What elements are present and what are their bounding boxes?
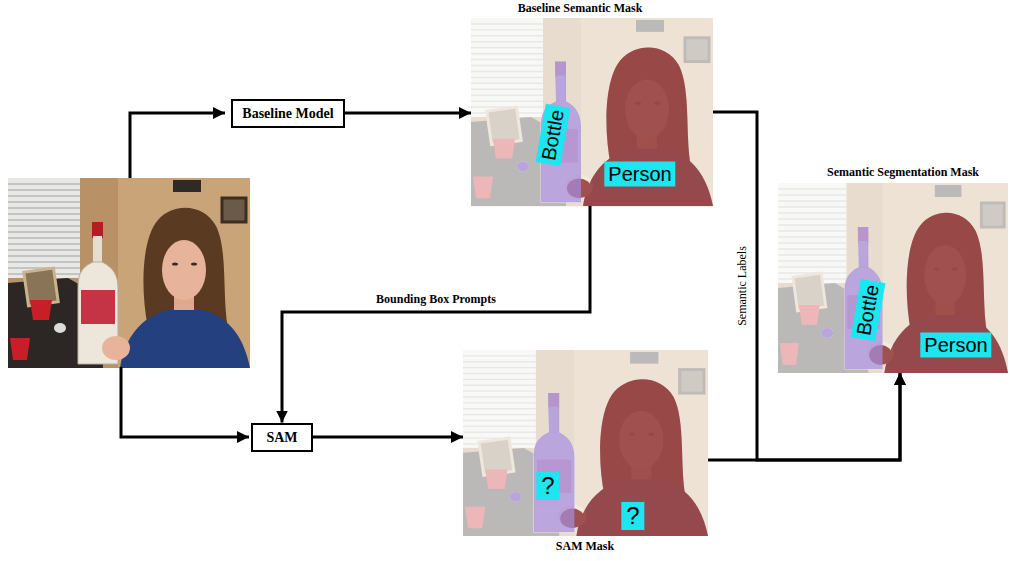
mask-image (517, 62, 581, 203)
panel-heading: SAM Mask (556, 539, 614, 553)
mask-image (510, 393, 575, 532)
mask-image (463, 350, 708, 536)
box-label: Baseline Model (242, 105, 333, 122)
class-label: ? (621, 502, 644, 530)
mask-image (471, 18, 713, 206)
connector (345, 112, 471, 115)
mask-image (567, 48, 713, 207)
connector (713, 112, 900, 460)
mask-image (778, 183, 1008, 373)
class-label: Person (920, 333, 991, 358)
class-label: Bottle (851, 279, 886, 342)
image-panel: Baseline Semantic MaskBottlePerson (471, 18, 713, 206)
connector (282, 206, 590, 423)
panel-heading: Semantic Segmentation Mask (827, 165, 979, 179)
process-box: SAM (251, 423, 312, 452)
connector (708, 373, 900, 460)
edge-label: Semantic Labels (735, 246, 749, 326)
box-label: SAM (266, 429, 297, 446)
mask-image (560, 379, 708, 536)
image-panel: Semantic Segmentation MaskBottlePerson (778, 183, 1008, 373)
input-arrow (121, 367, 249, 437)
panel-heading: Baseline Semantic Mask (518, 1, 643, 15)
connector (313, 436, 463, 439)
input-photo (8, 178, 250, 368)
input-arrow (121, 113, 249, 437)
process-box: Baseline Model (231, 99, 344, 128)
mask-image (778, 183, 1008, 373)
mask-image (471, 18, 713, 206)
input-arrow (130, 113, 225, 178)
edge-label: Bounding Box Prompts (376, 292, 496, 306)
class-label: Bottle (536, 104, 571, 167)
mask-image (463, 350, 708, 536)
mask-image (869, 213, 1008, 373)
class-label: Person (604, 162, 675, 187)
class-label: ? (536, 472, 559, 500)
mask-image (463, 350, 708, 536)
mask-image (778, 183, 1008, 373)
image-panel: SAM Mask?? (463, 350, 708, 536)
input-photo (8, 178, 250, 368)
mask-image (471, 18, 713, 206)
